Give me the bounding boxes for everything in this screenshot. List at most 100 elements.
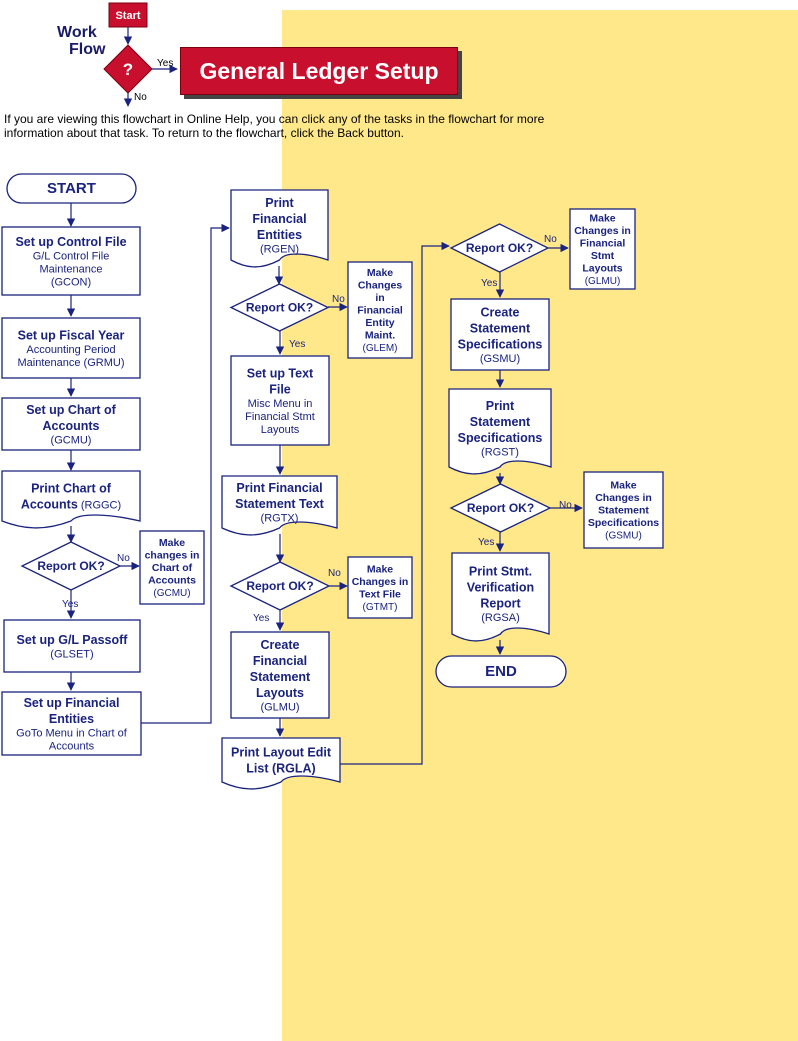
node-text-line: Report OK? [246, 579, 313, 593]
node-text-line: Verification [467, 580, 534, 594]
node-text-line: Specifications [458, 337, 543, 351]
node-text-line: Financial [252, 212, 306, 226]
node-text-line: Financial [357, 305, 403, 317]
node-start: START [6, 173, 137, 204]
node-text-line: Accounts [148, 575, 196, 587]
logo-flow-text: Flow [69, 41, 106, 58]
node-text-line: Set up Control File [15, 235, 126, 249]
node-text-line: Report [480, 596, 521, 610]
node-text-line: END [485, 663, 517, 680]
node-text-line: Specifications [458, 431, 543, 445]
node-text-line: (RGST) [481, 447, 519, 459]
node-text-line: Report OK? [466, 241, 533, 255]
node-text-line: Set up Chart of [26, 403, 116, 417]
node-process-shape [1, 317, 141, 379]
node-text-line: Entities [257, 228, 302, 242]
node-text-line: (GLMU) [260, 702, 299, 714]
node-text-line: Set up Financial [24, 696, 120, 710]
edge-label-no: No [117, 553, 130, 564]
node-text-line: Entity [365, 317, 394, 329]
node-glset[interactable]: Set up G/L Passoff(GLSET) [3, 619, 141, 673]
node-process-shape [230, 355, 330, 446]
logo-start-text: Start [115, 10, 140, 22]
node-process-shape [1, 397, 141, 451]
node-decision-shape [229, 561, 331, 611]
node-process-shape [1, 226, 141, 296]
node-gcmu-setup[interactable]: Set up Chart of Accounts (GCMU) [1, 397, 141, 451]
edge-label-yes: Yes [481, 278, 497, 289]
node-document-shape [1, 470, 141, 529]
node-process-shape [1, 691, 142, 756]
node-text-line: Make [367, 563, 393, 575]
node-text-line: Text File [359, 588, 401, 600]
node-text-line: File [269, 382, 291, 396]
node-text-line: (GTMT) [363, 602, 398, 613]
page-title-text: General Ledger Setup [199, 57, 439, 84]
node-decision-3: Report OK? [229, 561, 331, 611]
logo-question-text: ? [123, 60, 133, 79]
node-text-line: Specifications [588, 517, 659, 529]
connector [141, 223, 230, 724]
node-process-shape [3, 619, 141, 673]
node-text-line: Misc Menu in [248, 398, 313, 410]
connector [340, 241, 450, 765]
node-text-line: Report OK? [467, 501, 534, 515]
node-text-line: Chart of [152, 562, 193, 574]
node-document-shape [451, 552, 550, 642]
node-text-line: Make [159, 537, 185, 549]
node-text-line: Make [610, 480, 636, 492]
node-text-line: (RGSA) [481, 612, 520, 624]
intro-text: If you are viewing this flowchart in Onl… [4, 112, 545, 140]
node-text-line: Accounts [49, 741, 95, 753]
node-text-line: Financial [253, 654, 307, 668]
node-text-line: (GLSET) [50, 649, 93, 661]
node-text-line: Set up Text [247, 366, 314, 380]
node-text-line: G/L Control File [33, 251, 110, 263]
edge-label-yes: Yes [253, 613, 269, 624]
node-decision-shape [449, 223, 550, 273]
background-panel [282, 10, 798, 1041]
node-text-line: Financial Stmt [245, 411, 315, 423]
node-text-line: (RGTX) [261, 513, 299, 525]
node-text-line: Layouts [261, 424, 300, 436]
node-text-line: Report OK? [246, 300, 313, 314]
node-process-shape [450, 298, 550, 371]
logo-yes-label: Yes [157, 58, 173, 69]
node-text-line: Accounting Period [26, 344, 115, 356]
node-process-shape [347, 261, 413, 359]
node-text-span: (RGGC) [78, 499, 121, 511]
node-text-line: (GSMU) [480, 353, 520, 365]
node-decision-5: Report OK? [449, 483, 552, 533]
node-text-line: Changes in [574, 225, 631, 237]
node-text-line: Statement [598, 505, 649, 517]
node-text-line: Stmt [591, 250, 615, 262]
node-process-shape [139, 530, 205, 605]
node-text-line: GoTo Menu in Chart of [16, 728, 128, 740]
edge-label-yes: Yes [62, 599, 78, 610]
node-text-line: Statement [250, 670, 311, 684]
edge-label-no: No [559, 500, 572, 511]
node-text-line: Print [486, 399, 515, 413]
edge-label-no: No [332, 294, 345, 305]
node-text-line: (GCMU) [51, 435, 92, 447]
node-decision-2: Report OK? [229, 283, 330, 332]
node-text-line: Accounts [43, 419, 100, 433]
node-text-line: Print Chart of [31, 481, 112, 495]
